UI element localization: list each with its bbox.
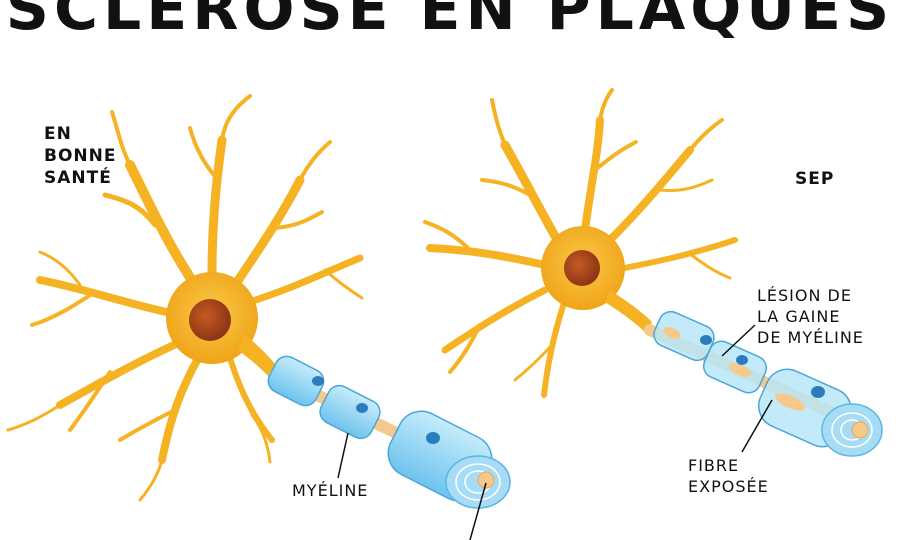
lesion-marker xyxy=(728,363,752,377)
healthy-label-line-3: SANTÉ xyxy=(44,168,112,188)
lesion-callout-line-2: LA GAINE xyxy=(757,307,841,326)
healthy-label: EN BONNE SANTÉ xyxy=(44,123,116,189)
node-marker xyxy=(736,355,748,365)
healthy-label-line-1: EN xyxy=(44,124,72,144)
healthy-dendrites xyxy=(6,94,364,502)
healthy-axon xyxy=(267,355,511,509)
healthy-myelin-segment xyxy=(267,355,325,407)
page-title: SCLÉROSE EN PLAQUES xyxy=(5,0,895,44)
sep-axon-cross-section xyxy=(821,403,883,457)
node-marker xyxy=(356,403,368,413)
lesion-callout-line-1: LÉSION DE xyxy=(757,286,852,305)
myelin-pointer-line xyxy=(337,432,349,479)
fiber-exposed-pointer-line xyxy=(741,399,773,453)
lesion-marker xyxy=(775,393,805,411)
lesion-callout: LÉSION DE LA GAINE DE MYÉLINE xyxy=(757,285,864,348)
myelin-callout: MYÉLINE xyxy=(292,481,369,500)
healthy-axon-cross-section xyxy=(445,455,511,509)
healthy-nucleus xyxy=(189,299,231,341)
sep-neuron xyxy=(423,88,883,457)
fiber-callout-line-1: FIBRE xyxy=(688,456,740,475)
healthy-label-line-2: BONNE xyxy=(44,146,117,166)
sep-axon xyxy=(644,310,883,457)
sep-dendrites xyxy=(423,88,738,398)
healthy-myelin-segment xyxy=(319,384,381,440)
fiber-pointer-line xyxy=(469,482,487,540)
healthy-neuron xyxy=(6,94,511,540)
node-marker xyxy=(700,335,712,345)
fiber-callout-line-2: EXPOSÉE xyxy=(688,477,769,496)
fiber-callout: FIBRE EXPOSÉE xyxy=(688,455,769,497)
sep-label: SEP xyxy=(795,169,835,189)
sep-nucleus xyxy=(564,250,600,286)
lesion-pointer-line xyxy=(721,324,756,357)
lesion-marker xyxy=(663,327,681,339)
sep-damaged-myelin xyxy=(702,340,768,394)
node-marker xyxy=(312,376,324,386)
lesion-callout-line-3: DE MYÉLINE xyxy=(757,328,864,347)
node-marker xyxy=(811,386,825,398)
node-marker xyxy=(426,432,440,444)
